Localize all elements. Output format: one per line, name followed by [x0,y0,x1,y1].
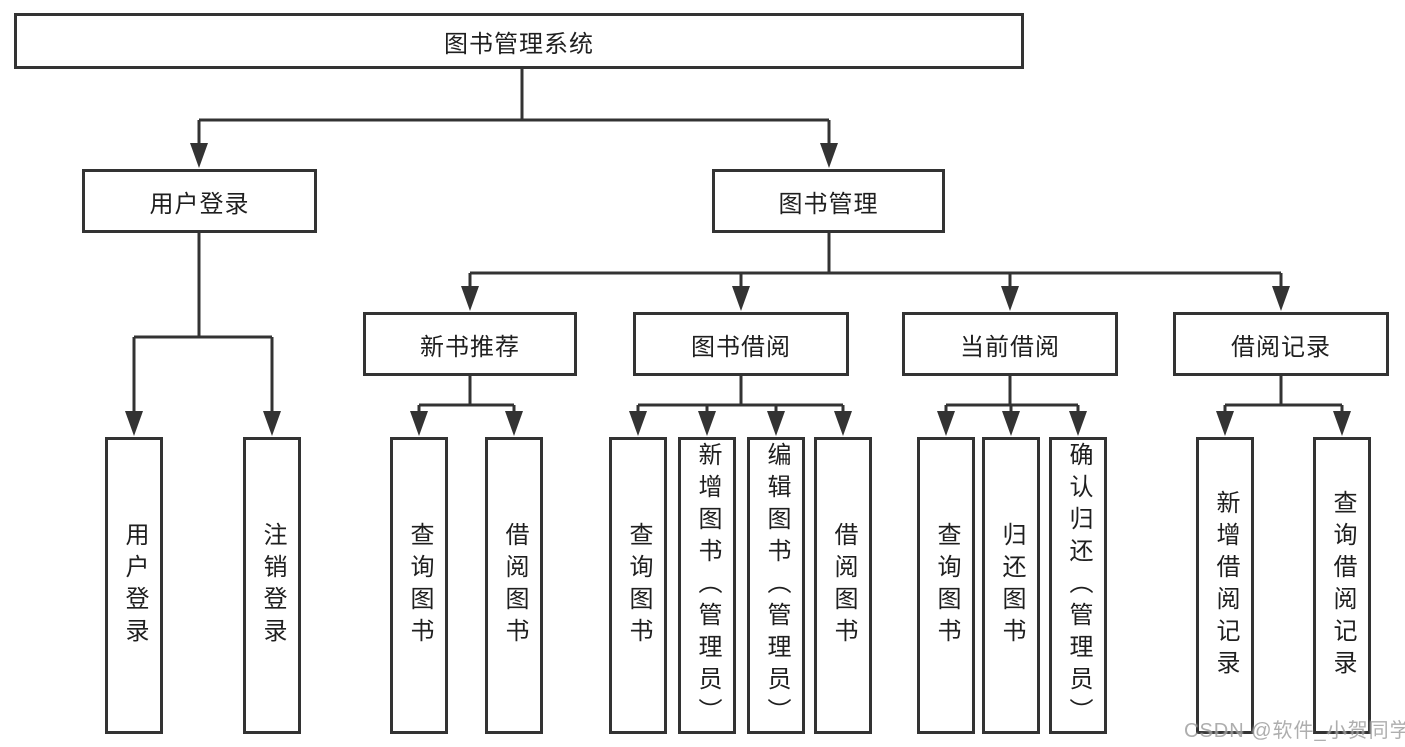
connector-user-login [132,233,274,414]
node-borrow-records-label: 借阅记录 [1231,333,1331,361]
leaf-add-borrow-record-label: 新增借阅记录 [1212,489,1239,682]
leaf-confirm-return-admin-label: 确认归还（管理员） [1065,441,1092,730]
connector-borrow-records [1223,376,1344,414]
node-current-borrow: 当前借阅 [902,312,1118,376]
connector-book-management [468,233,1283,289]
leaf-current-query-book-label: 查询图书 [933,521,960,650]
connector-root [197,69,831,146]
leaf-query-borrow-record: 查询借阅记录 [1313,437,1371,734]
leaf-borrow-book: 借阅图书 [814,437,872,734]
leaf-borrow-query-book: 查询图书 [609,437,667,734]
connector-current-borrow [944,376,1080,414]
node-book-management-label: 图书管理 [778,190,879,218]
arrowheads [125,143,1351,436]
leaf-recommend-borrow-book: 借阅图书 [485,437,543,734]
node-borrow-records: 借阅记录 [1173,312,1389,376]
leaf-add-book-admin: 新增图书（管理员） [678,437,736,734]
leaf-recommend-borrow-book-label: 借阅图书 [501,521,528,650]
leaf-add-borrow-record: 新增借阅记录 [1196,437,1254,734]
leaf-user-login-label: 用户登录 [121,521,148,650]
node-current-borrow-label: 当前借阅 [960,333,1060,361]
node-user-login: 用户登录 [82,169,317,233]
connector-book-borrow [636,376,845,414]
node-new-book-recommend: 新书推荐 [363,312,577,376]
leaf-query-borrow-record-label: 查询借阅记录 [1329,489,1356,682]
leaf-logout-label: 注销登录 [259,521,286,650]
leaf-return-book-label: 归还图书 [998,521,1025,650]
leaf-user-login: 用户登录 [105,437,163,734]
leaf-edit-book-admin-label: 编辑图书（管理员） [763,441,790,730]
leaf-recommend-query-book: 查询图书 [390,437,448,734]
leaf-confirm-return-admin: 确认归还（管理员） [1049,437,1107,734]
node-new-book-recommend-label: 新书推荐 [420,333,520,361]
node-user-login-label: 用户登录 [149,190,250,218]
node-book-borrow: 图书借阅 [633,312,849,376]
leaf-add-book-admin-label: 新增图书（管理员） [694,441,721,730]
leaf-edit-book-admin: 编辑图书（管理员） [747,437,805,734]
leaf-borrow-query-book-label: 查询图书 [625,521,652,650]
node-root-label: 图书管理系统 [444,30,594,58]
node-book-management: 图书管理 [712,169,945,233]
connector-new-book-recommend [417,376,516,414]
leaf-logout: 注销登录 [243,437,301,734]
node-root: 图书管理系统 [14,13,1024,69]
node-book-borrow-label: 图书借阅 [691,333,791,361]
leaf-borrow-book-label: 借阅图书 [830,521,857,650]
leaf-current-query-book: 查询图书 [917,437,975,734]
leaf-recommend-query-book-label: 查询图书 [406,521,433,650]
csdn-watermark: CSDN @软件_小贺同学 [1184,720,1405,742]
leaf-return-book: 归还图书 [982,437,1040,734]
